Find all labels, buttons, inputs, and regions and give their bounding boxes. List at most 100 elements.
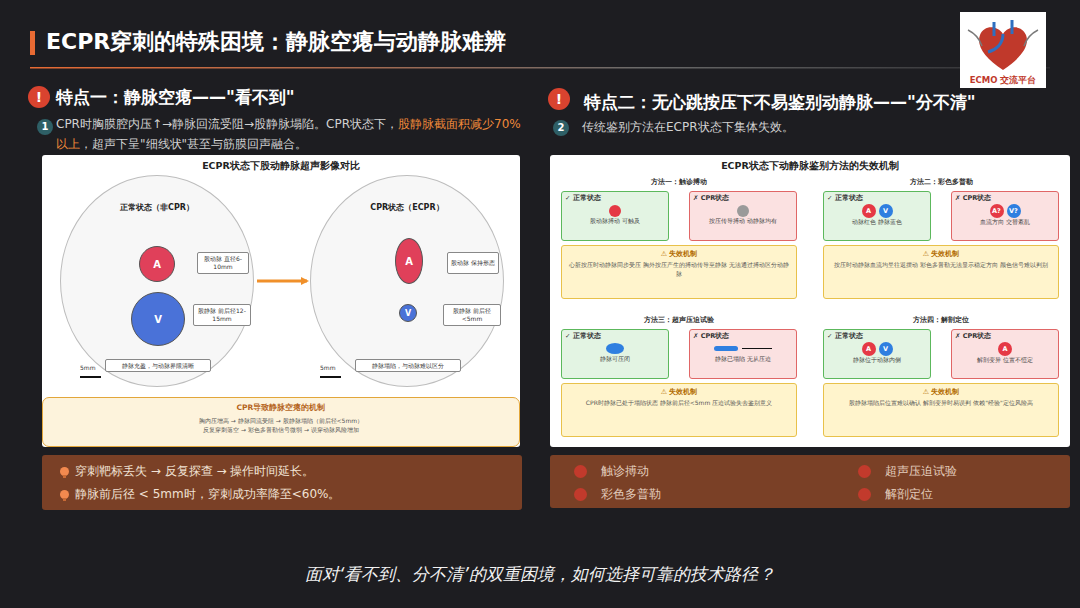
failure-box: ⚠ 失效机制CPR时静脉已处于塌陷状态 静脉前后径<5mm 压迫试验失去鉴别意义 <box>561 383 797 437</box>
text: ⚠ 失效机制 <box>829 249 1053 259</box>
text: 股动脉 直径6-10mm <box>200 255 246 271</box>
vessel-shape <box>737 205 749 217</box>
transition-arrow <box>257 280 307 283</box>
text: 方法二：彩色多普勒 <box>820 177 1062 187</box>
alert-icon: ! <box>548 88 570 110</box>
caption: 面对‘看不到、分不清’的双重困境，如何选择可靠的技术路径？ <box>0 563 1080 586</box>
logo-ground <box>960 12 1046 88</box>
text: 静脉可压闭 <box>565 356 665 363</box>
item-row: 彩色多普勒 <box>574 486 661 503</box>
ultrasound-view: CPR状态（ECPR）AV股动脉 保持形态股静脉 前后径<5mm静脉塌陷，与动脉… <box>310 175 504 387</box>
item-text: 超声压迫试验 <box>885 463 957 480</box>
bullet-icon <box>574 465 587 478</box>
text: 正常状态（非CPR） <box>61 202 253 213</box>
callout-number: 1 <box>37 119 53 135</box>
bullet-icon <box>574 488 587 501</box>
method-panel: 方法四：解剖定位✓ 正常状态AV静脉位于动脉内侧✗ CPR状态A解剖变异 位置不… <box>820 315 1062 439</box>
item-row: 穿刺靶标丢失 → 反复探查 → 操作时间延长。 <box>60 463 314 480</box>
vessel-shape <box>714 346 738 351</box>
text: ⚠ 失效机制 <box>567 249 791 259</box>
vessel-shape <box>742 348 772 350</box>
summary-box: 穿刺靶标丢失 → 反复探查 → 操作时间延长。静脉前后径 < 5mm时，穿刺成功… <box>42 455 522 510</box>
normal-state-box: ✓ 正常状态股动脉搏动 可触及 <box>561 191 669 241</box>
description-block: CPR时胸膜腔内压↑→静脉回流受阻→股静脉塌陷。CPR状态下，股静脉截面积减少7… <box>56 114 522 154</box>
section-heading: 特点一：静脉空瘪——"看不到" <box>56 86 295 109</box>
text: V <box>405 309 411 318</box>
text: A <box>405 256 413 267</box>
bulb-icon <box>60 467 69 476</box>
alert-icon: ! <box>28 86 50 108</box>
dimension-tag: 股静脉 前后径12-15mm <box>193 304 251 326</box>
text: 胸内压增高 → 静脉回流受阻 → 股静脉塌陷（前后径<5mm） <box>49 416 513 425</box>
cpr-state-box: ✗ CPR状态按压传导搏动 动静脉均有 <box>689 191 797 241</box>
icon-row <box>693 204 793 217</box>
vessel-dot: A <box>998 342 1012 356</box>
text: ✓ 正常状态 <box>827 332 927 341</box>
scale-label: 5mm <box>80 364 96 371</box>
title-bar <box>30 31 35 55</box>
bulb-icon <box>60 490 69 499</box>
text: 方法一：触诊搏动 <box>558 177 800 187</box>
vein-circle: V <box>399 304 417 322</box>
text: 股动脉 保持形态 <box>451 259 495 267</box>
text: ✓ 正常状态 <box>565 332 665 341</box>
text: CPR导致静脉空瘪的机制 <box>49 403 513 413</box>
vessel-dot: A? <box>990 204 1004 218</box>
item-text: 穿刺靶标丢失 → 反复探查 → 操作时间延长。 <box>75 463 314 480</box>
image-panel-ground <box>550 155 1070 447</box>
text: 按压时动静脉血流均呈往返摆动 彩色多普勒无法显示稳定方向 颜色信号难以判别 <box>829 261 1053 270</box>
logo-heart <box>968 20 1038 70</box>
scale-bar <box>80 376 101 378</box>
vessel-dot: V <box>879 204 893 218</box>
item-row: 触诊搏动 <box>574 463 649 480</box>
note-tag: 静脉塌陷，与动脉难以区分 <box>355 359 461 372</box>
image-panel: ECPR状态下股动静脉超声影像对比正常状态（非CPR） A V 股动脉 直径6-10m… <box>42 155 520 447</box>
text: 方法四：解剖定位 <box>820 315 1062 325</box>
item-text: 静脉前后径 < 5mm时，穿刺成功率降至<60%。 <box>75 486 340 503</box>
text: ECPR状态下股动静脉超声影像对比 <box>42 160 520 173</box>
item-row: 超声压迫试验 <box>858 463 957 480</box>
mechanism-box: CPR导致静脉空瘪的机制胸内压增高 → 静脉回流受阻 → 股静脉塌陷（前后径<5… <box>42 397 520 447</box>
vein-circle: V <box>131 292 185 346</box>
text: ✓ 正常状态 <box>827 194 927 203</box>
method-panel: 方法一：触诊搏动 ✓ 正常状态股动脉搏动 可触及 ✗ CPR状态按压传导搏动 动静脉… <box>558 177 800 301</box>
text: 股静脉 前后径<5mm <box>446 307 498 323</box>
dimension-tag: 股静脉 前后径<5mm <box>443 304 501 326</box>
item-text: 彩色多普勒 <box>601 486 661 503</box>
text: 动脉红色 静脉蓝色 <box>827 219 927 226</box>
text: ECPR状态下动静脉鉴别方法的失效机制 <box>550 160 1070 173</box>
normal-state-box: ✓ 正常状态AV动脉红色 静脉蓝色 <box>823 191 931 241</box>
text: A <box>153 259 161 270</box>
bullet-icon <box>858 488 871 501</box>
icon-row <box>565 342 665 355</box>
scale-label: 5mm <box>320 364 336 371</box>
text: ✗ CPR状态 <box>955 332 1055 341</box>
title-underline <box>30 67 1050 69</box>
normal-state-box: ✓ 正常状态静脉可压闭 <box>561 329 669 379</box>
summary-box: 触诊搏动 超声压迫试验彩色多普勒 解剖定位 <box>550 455 1070 508</box>
text: ✗ CPR状态 <box>693 194 793 203</box>
failure-box: ⚠ 失效机制心脏按压时动静脉同步受压 胸外按压产生的搏动传导至静脉 无法通过搏动… <box>561 245 797 299</box>
vessel-shape <box>606 343 624 354</box>
method-panel: 方法三：超声压迫试验✓ 正常状态静脉可压闭✗ CPR状态静脉已塌陷 无从压迫⚠ … <box>558 315 800 439</box>
item-row: 解剖定位 <box>858 486 933 503</box>
cpr-state-box: ✗ CPR状态静脉已塌陷 无从压迫 <box>689 329 797 379</box>
scale-bar <box>320 376 341 378</box>
text: ⚠ 失效机制 <box>567 387 791 397</box>
text: ✓ 正常状态 <box>565 194 665 203</box>
item-text: 解剖定位 <box>885 486 933 503</box>
text: 按压传导搏动 动静脉均有 <box>693 218 793 225</box>
logo-text: ECMO 交流平台 <box>960 75 1046 87</box>
text: 静脉充盈，与动脉界限清晰 <box>122 362 194 370</box>
image-panel-ground <box>42 155 520 447</box>
image-panel: ECPR状态下动静脉鉴别方法的失效机制方法一：触诊搏动✓ 正常状态股动脉搏动 可… <box>550 155 1070 447</box>
vessel-dot: A <box>862 204 876 218</box>
ultrasound-view: 正常状态（非CPR） A V 股动脉 直径6-10mm 股静脉 前后径12-15mm 静脉… <box>60 175 254 387</box>
item-text: 触诊搏动 <box>601 463 649 480</box>
dimension-tag: 股动脉 直径6-10mm <box>197 252 249 274</box>
dimension-tag: 股动脉 保持形态 <box>447 252 499 274</box>
text: 方法三：超声压迫试验 <box>558 315 800 325</box>
text: 股动脉搏动 可触及 <box>565 218 665 225</box>
bullet-icon <box>858 465 871 478</box>
artery-circle: A <box>395 238 423 284</box>
